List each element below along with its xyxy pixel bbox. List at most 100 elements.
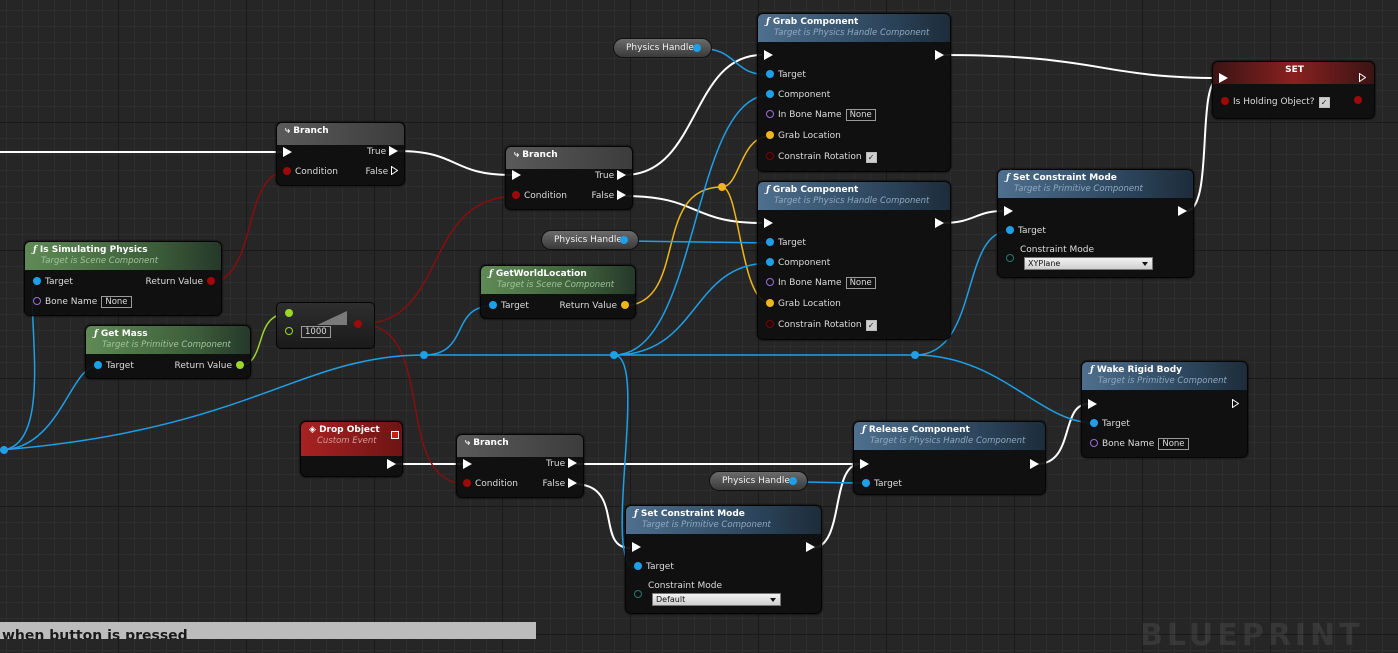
node-subtitle: Target is Primitive Component xyxy=(1098,376,1227,386)
exec-in-pin[interactable] xyxy=(1088,399,1097,411)
return-value-pin[interactable]: Return Value xyxy=(146,276,215,288)
target-pin[interactable]: Target xyxy=(766,237,806,249)
false-pin[interactable]: False xyxy=(543,478,577,490)
exec-in-pin[interactable] xyxy=(1219,73,1228,85)
target-pin[interactable]: Target xyxy=(1090,418,1130,430)
variable-pin[interactable] xyxy=(789,477,797,485)
grab-location-pin[interactable]: Grab Location xyxy=(766,298,841,310)
constraint-mode-dropdown[interactable]: XYPlane xyxy=(1024,257,1153,270)
constraint-mode-pin[interactable] xyxy=(1006,253,1018,265)
exec-out-pin[interactable] xyxy=(935,218,944,230)
delegate-pin[interactable] xyxy=(391,431,399,439)
target-pin[interactable]: Target xyxy=(33,276,73,288)
branch-node-1[interactable]: ⤷ Branch True Condition False xyxy=(276,122,405,186)
exec-out-pin[interactable] xyxy=(387,459,396,471)
grab-location-pin[interactable]: Grab Location xyxy=(766,130,841,142)
pin-label: Target xyxy=(1102,419,1130,429)
branch-node-3[interactable]: ⤷ Branch True Condition False xyxy=(456,434,584,498)
function-icon: ƒ xyxy=(33,245,37,255)
vector-wire xyxy=(621,135,771,307)
constrain-rotation-checkbox[interactable]: ✓ xyxy=(865,152,877,163)
constraint-mode-dropdown[interactable]: Default xyxy=(652,593,781,606)
branch-icon: ⤷ xyxy=(465,438,474,448)
condition-pin[interactable]: Condition xyxy=(512,190,567,202)
set-variable-node[interactable]: SET Is Holding Object?✓ xyxy=(1212,61,1375,119)
physics-handle-variable-2[interactable]: Physics Handle xyxy=(541,230,639,250)
bone-name-input[interactable]: None xyxy=(845,109,876,121)
is-holding-object-checkbox[interactable]: ✓ xyxy=(1318,97,1330,108)
physics-handle-variable-3[interactable]: Physics Handle xyxy=(709,471,808,491)
target-pin[interactable]: Target xyxy=(634,561,674,573)
physics-handle-variable-1[interactable]: Physics Handle xyxy=(613,38,712,58)
exec-out-pin[interactable] xyxy=(935,50,944,62)
a-pin[interactable] xyxy=(285,308,297,320)
variable-pin[interactable] xyxy=(620,236,628,244)
result-pin[interactable] xyxy=(354,319,366,331)
target-pin[interactable]: Target xyxy=(1006,225,1046,237)
exec-out-pin[interactable] xyxy=(1030,459,1039,471)
exec-out-pin[interactable] xyxy=(1359,73,1366,85)
constrain-rotation-checkbox[interactable]: ✓ xyxy=(865,320,877,331)
b-pin[interactable]: 1000 xyxy=(285,326,331,338)
bone-name-input[interactable]: None xyxy=(101,296,132,308)
function-icon: ƒ xyxy=(766,17,770,27)
is-holding-object-pin[interactable]: Is Holding Object?✓ xyxy=(1221,96,1330,108)
pin-label: Target xyxy=(1018,226,1046,236)
condition-pin[interactable]: Condition xyxy=(283,166,338,178)
multiplier-input[interactable]: 1000 xyxy=(301,326,331,338)
exec-in-pin[interactable] xyxy=(283,147,292,159)
function-icon: ƒ xyxy=(862,425,866,435)
exec-in-pin[interactable] xyxy=(632,542,641,554)
bone-name-input[interactable]: None xyxy=(845,277,876,289)
multiply-node[interactable]: 1000 xyxy=(276,302,375,349)
constrain-rotation-pin[interactable]: Constrain Rotation✓ xyxy=(766,151,877,163)
component-pin[interactable]: Component xyxy=(766,89,830,101)
exec-out-pin[interactable] xyxy=(806,542,815,554)
node-title: Grab Component xyxy=(772,185,859,195)
exec-out-pin[interactable] xyxy=(1178,206,1187,218)
target-pin[interactable]: Target xyxy=(94,360,134,372)
true-pin[interactable]: True xyxy=(595,170,626,182)
constrain-rotation-pin[interactable]: Constrain Rotation✓ xyxy=(766,319,877,331)
component-pin[interactable]: Component xyxy=(766,257,830,269)
pin-label: Condition xyxy=(295,167,338,177)
true-pin[interactable]: True xyxy=(546,458,577,470)
exec-in-pin[interactable] xyxy=(463,459,472,471)
output-pin[interactable] xyxy=(1354,95,1366,107)
exec-out-pin[interactable] xyxy=(1232,399,1239,411)
exec-in-pin[interactable] xyxy=(860,459,869,471)
return-value-pin[interactable]: Return Value xyxy=(175,360,244,372)
condition-pin[interactable]: Condition xyxy=(463,478,518,490)
branch-node-2[interactable]: ⤷ Branch True Condition False xyxy=(505,146,633,210)
bone-name-input[interactable]: None xyxy=(1158,438,1189,450)
exec-in-pin[interactable] xyxy=(1004,206,1013,218)
exec-in-pin[interactable] xyxy=(764,50,773,62)
target-pin[interactable]: Target xyxy=(489,300,529,312)
true-pin[interactable]: True xyxy=(367,146,398,158)
false-pin[interactable]: False xyxy=(366,166,398,178)
target-pin[interactable]: Target xyxy=(766,69,806,81)
exec-in-pin[interactable] xyxy=(512,170,521,182)
target-pin[interactable]: Target xyxy=(862,478,902,490)
constraint-mode-pin[interactable] xyxy=(634,589,646,601)
false-pin[interactable]: False xyxy=(592,190,626,202)
variable-pin[interactable] xyxy=(693,44,701,52)
exec-in-pin[interactable] xyxy=(764,218,773,230)
return-value-pin[interactable]: Return Value xyxy=(560,300,629,312)
